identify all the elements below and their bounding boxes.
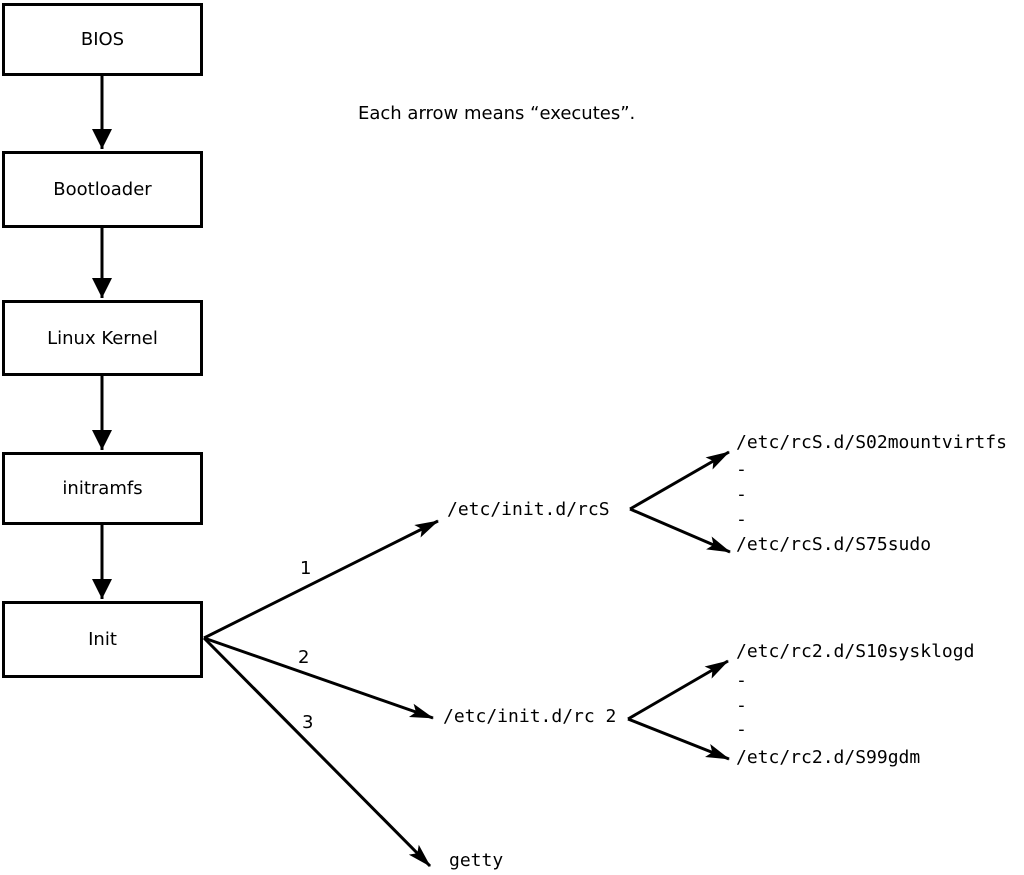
branch-number-3: 3 bbox=[302, 712, 314, 733]
label-etc-init-d-rcs: /etc/init.d/rcS bbox=[447, 499, 610, 520]
box-bios: BIOS bbox=[2, 3, 203, 76]
arrow-init-to-rcs bbox=[203, 519, 439, 640]
box-label: Bootloader bbox=[53, 179, 152, 200]
arrow-rcs-to-s02mountvirtfs bbox=[629, 450, 730, 511]
label-getty: getty bbox=[449, 850, 504, 871]
ellipsis-dash: - bbox=[736, 670, 747, 691]
box-label: BIOS bbox=[80, 29, 125, 50]
arrow-rc2-to-s99gdm bbox=[627, 717, 730, 761]
label-etc-init-d-rc2: /etc/init.d/rc 2 bbox=[443, 706, 617, 727]
box-label: Init bbox=[88, 629, 117, 650]
arrow-rc2-to-s10sysklogd bbox=[627, 659, 729, 721]
arrow-rcs-to-s75sudo bbox=[629, 507, 731, 554]
box-linux-kernel: Linux Kernel bbox=[2, 300, 203, 376]
arrow-init-to-getty bbox=[202, 636, 432, 868]
box-label: initramfs bbox=[62, 478, 143, 499]
branch-number-1: 1 bbox=[300, 558, 312, 579]
label-s75sudo: /etc/rcS.d/S75sudo bbox=[736, 534, 932, 555]
ellipsis-dash: - bbox=[736, 509, 747, 530]
legend-note: Each arrow means “executes”. bbox=[358, 103, 636, 124]
arrow-init-to-rc2 bbox=[203, 636, 434, 720]
ellipsis-dash: - bbox=[736, 484, 747, 505]
ellipsis-dash: - bbox=[736, 695, 747, 716]
label-s99gdm: /etc/rc2.d/S99gdm bbox=[736, 747, 921, 768]
box-initramfs: initramfs bbox=[2, 452, 203, 525]
label-s02mountvirtfs: /etc/rcS.d/S02mountvirtfs bbox=[736, 432, 1007, 453]
branch-number-2: 2 bbox=[298, 647, 310, 668]
label-s10sysklogd: /etc/rc2.d/S10sysklogd bbox=[736, 641, 975, 662]
box-label: Linux Kernel bbox=[47, 327, 158, 349]
ellipsis-dash: - bbox=[736, 459, 747, 480]
box-init: Init bbox=[2, 601, 203, 678]
ellipsis-dash: - bbox=[736, 719, 747, 740]
box-bootloader: Bootloader bbox=[2, 151, 203, 228]
